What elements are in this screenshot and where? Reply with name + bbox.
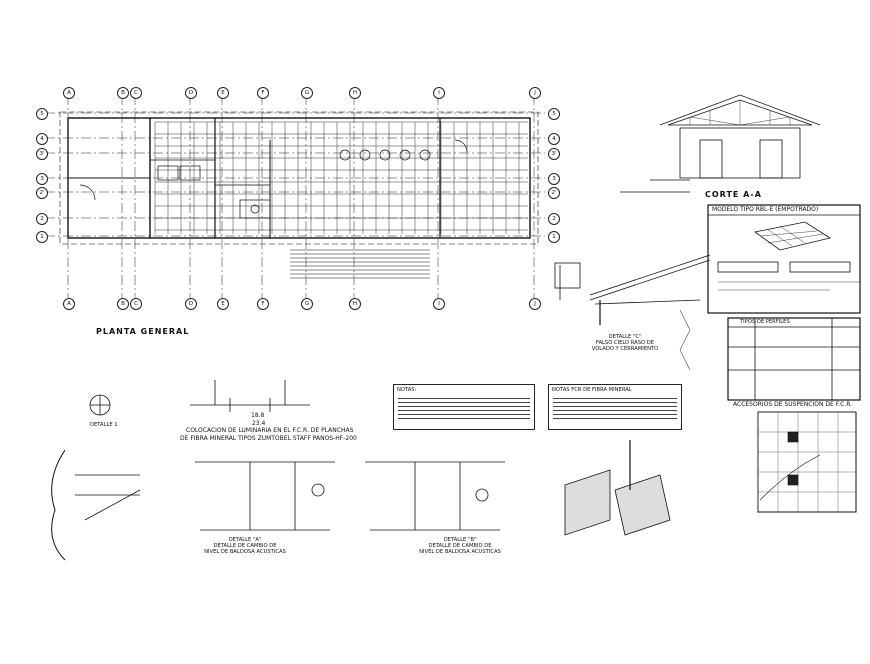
- detail-b-title: DETALLE "B": [443, 537, 477, 543]
- row-bubble-2: 2: [548, 213, 560, 225]
- detail-1-title: DETALLE 1: [90, 422, 118, 428]
- floor-plan-title: PLANTA GENERAL: [96, 327, 190, 336]
- axis-bubble-G: G: [301, 87, 313, 99]
- row-bubble-1: 1: [36, 231, 48, 243]
- axis-bubble-B: B: [117, 298, 129, 310]
- detail-c: [554, 254, 711, 371]
- detail-a-sub1: DETALLE DE CAMBIO DE: [213, 543, 277, 549]
- dimension-188: 18.8: [251, 412, 265, 419]
- axis-bubble-C: C: [130, 298, 142, 310]
- section-title: CORTE A-A: [705, 190, 762, 199]
- profiles-title: TIPOS DE PERFILES: [740, 319, 790, 325]
- axis-bubble-I: I: [433, 298, 445, 310]
- model-rbl-e: [707, 204, 861, 314]
- detail-c-title: DETALLE "C": [608, 334, 642, 340]
- row-bubble-3: 3: [548, 173, 560, 185]
- accessories-title: ACCESORIOS DE SUSPENCION DE F.C.R.: [733, 401, 853, 408]
- row-bubble-2': 2': [548, 187, 560, 199]
- row-bubble-3: 3: [36, 173, 48, 185]
- row-bubble-1: 1: [548, 231, 560, 243]
- row-bubble-2: 2: [36, 213, 48, 225]
- dimension-234: 23.4: [252, 420, 266, 427]
- axis-bubble-D: D: [185, 298, 197, 310]
- detail-c-sub1: FALSO CIELO RASO DE: [595, 340, 655, 346]
- axis-bubble-A: A: [63, 87, 75, 99]
- axis-bubble-J: J: [529, 298, 541, 310]
- axis-bubble-J: J: [529, 87, 541, 99]
- axis-bubble-B: B: [117, 87, 129, 99]
- axis-bubble-E: E: [217, 87, 229, 99]
- profiles-table: [727, 317, 861, 401]
- section-a-a: [620, 94, 821, 193]
- model-title: MODELO TIPO RBL-E (EMPOTRADO): [712, 206, 819, 213]
- axis-bubble-G: G: [301, 298, 313, 310]
- row-bubble-3': 3': [36, 148, 48, 160]
- axis-bubble-F: F: [257, 298, 269, 310]
- detail-c-sub2: VOLADO Y CERRAMIENTO: [591, 346, 659, 352]
- notes-box: NOTAS:: [393, 384, 535, 430]
- axis-bubble-I: I: [433, 87, 445, 99]
- floor-plan: [45, 95, 545, 300]
- lower-details: [51, 380, 671, 561]
- notes-title: NOTAS:: [397, 387, 417, 393]
- mineral-notes-title: NOTAS FCR DE FIBRA MINERAL: [552, 387, 632, 393]
- detail-a-sub2: NIVEL DE BALDOSA ACUSTICAS: [204, 549, 286, 555]
- mineral-fiber-notes-box: NOTAS FCR DE FIBRA MINERAL: [548, 384, 682, 430]
- axis-bubble-E: E: [217, 298, 229, 310]
- row-bubble-4: 4: [36, 133, 48, 145]
- luminaire-caption-1: COLOCACION DE LUMINARIA EN EL F.C.R. DE …: [186, 427, 354, 434]
- row-bubble-5: 5: [548, 108, 560, 120]
- axis-bubble-D: D: [185, 87, 197, 99]
- axis-bubble-A: A: [63, 298, 75, 310]
- detail-b-sub2: NIVEL DE BALDOSA ACUSTICAS: [419, 549, 501, 555]
- axis-bubble-H: H: [349, 298, 361, 310]
- detail-b-sub1: DETALLE DE CAMBIO DE: [428, 543, 492, 549]
- axis-bubble-C: C: [130, 87, 142, 99]
- row-bubble-2': 2': [36, 187, 48, 199]
- row-bubble-4: 4: [548, 133, 560, 145]
- suspension-grid: [757, 411, 857, 513]
- detail-a-title: DETALLE "A": [228, 537, 262, 543]
- row-bubble-5: 5: [36, 108, 48, 120]
- axis-bubble-H: H: [349, 87, 361, 99]
- row-bubble-3': 3': [548, 148, 560, 160]
- luminaire-caption-2: DE FIBRA MINERAL TIPOS ZUMTOBEL STAFF PA…: [180, 435, 357, 442]
- axis-bubble-F: F: [257, 87, 269, 99]
